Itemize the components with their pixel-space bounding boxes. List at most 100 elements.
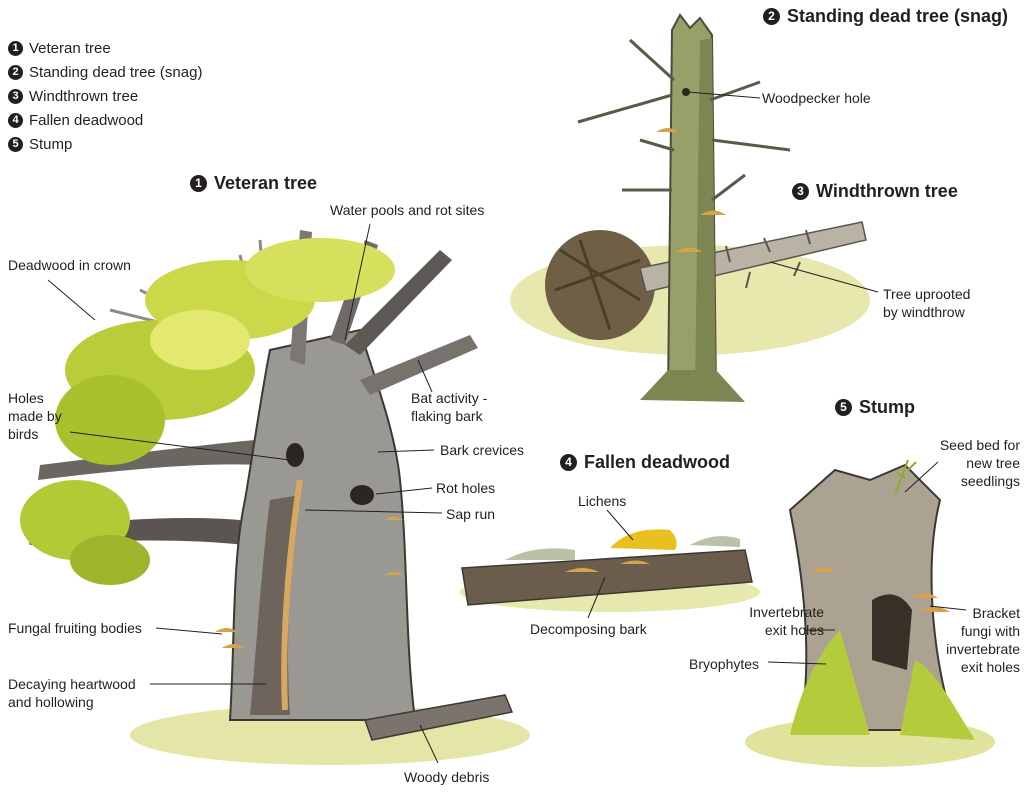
snag-drawing [577,13,791,402]
veteran-foliage [20,238,395,585]
legend-item-windthrown: 3 Windthrown tree [8,85,202,109]
label-fungal-fruiting-bodies: Fungal fruiting bodies [8,620,142,636]
veteran-trunk-stripe [281,479,303,711]
heading-number: 2 [763,7,780,25]
leader-uprooted [769,261,879,293]
label-line: seedlings [960,473,1020,489]
leader-lichens [606,509,634,541]
veteran-trunk-shade [250,495,300,715]
fallen-log [461,549,753,606]
fallen-bark-1 [565,560,650,572]
leader-bat-activity [417,359,433,393]
fallen-deadwood-drawing [460,529,760,612]
label-line: Decaying heartwood [8,676,136,692]
legend-label: Fallen deadwood [29,112,144,129]
label-holes-made-by-birds: Holes made by birds [8,389,62,443]
windthrown-rootplate-texture [554,239,641,331]
legend-label: Veteran tree [29,40,111,57]
label-rot-holes: Rot holes [436,480,496,496]
veteran-fungus-3 [385,516,403,520]
heading-standing-dead-tree: 2 Standing dead tree (snag) [763,6,1008,27]
label-decaying-heartwood: Decaying heartwood and hollowing [8,675,136,711]
label-line: invertebrate [946,641,1020,657]
veteran-fungus-1 [215,628,237,632]
heading-number: 5 [835,398,852,416]
stump-seedling [894,459,917,496]
legend: 1 Veteran tree 2 Standing dead tree (snag)… [8,37,202,157]
leader-decomposing [587,576,606,619]
label-bryophytes: Bryophytes [689,656,760,672]
label-deadwood-in-crown: Deadwood in crown [8,257,131,273]
veteran-tree-drawing [20,230,530,765]
leader-lines [47,91,967,764]
label-woody-debris: Woody debris [404,769,490,785]
snag-fungus-3 [676,247,702,252]
label-line: Tree uprooted [883,286,971,302]
legend-number: 3 [8,88,23,104]
label-line: fungi with [960,623,1020,639]
snag-fungus-1 [656,128,678,132]
label-decomposing-bark: Decomposing bark [530,621,647,637]
label-line: Seed bed for [939,437,1020,453]
label-sap-run: Sap run [446,506,496,522]
label-bat-activity: Bat activity - flaking bark [411,389,487,425]
legend-item-veteran: 1 Veteran tree [8,37,202,61]
heading-label: Standing dead tree (snag) [787,6,1009,26]
label-tree-uprooted: Tree uprooted by windthrow [883,285,970,321]
heading-stump: 5 Stump [835,397,915,418]
heading-label: Fallen deadwood [584,452,731,472]
heading-label: Windthrown tree [816,181,958,201]
veteran-rot-hole [350,485,374,505]
label-bracket-fungi: Bracket fungi with invertebrate exit hol… [946,604,1020,676]
label-line: Bat activity - [411,390,488,406]
heading-windthrown-tree: 3 Windthrown tree [792,181,958,202]
heading-label: Veteran tree [214,173,318,193]
heading-number: 4 [560,453,577,471]
legend-number: 2 [8,64,23,80]
label-line: flaking bark [411,408,483,424]
legend-number: 4 [8,112,23,128]
stump-fungus-2 [912,593,938,598]
stump-drawing [745,459,995,767]
leader-deadwood-crown [47,279,96,321]
legend-number: 1 [8,40,23,56]
label-lichens: Lichens [578,493,627,509]
heading-fallen-deadwood: 4 Fallen deadwood [560,452,730,473]
veteran-dead-limb-2 [345,250,452,355]
label-line: by windthrow [883,304,965,320]
stump-hollow [872,594,912,670]
label-seed-bed: Seed bed for new tree seedlings [940,436,1020,490]
label-line: exit holes [764,622,824,638]
leader-holes-birds [69,431,291,461]
stump-fungus-3 [920,607,950,612]
heading-number: 3 [792,182,809,200]
leader-bark-crevices [377,449,435,453]
label-line: birds [8,426,39,442]
heading-label: Stump [859,397,915,417]
leader-sap-run [304,509,443,514]
label-line: and hollowing [8,694,94,710]
leader-bryophytes [767,661,827,665]
leader-woodpecker [687,91,761,99]
legend-label: Standing dead tree (snag) [29,64,203,81]
veteran-fungus-2 [222,644,244,648]
veteran-fungus-4 [385,571,403,575]
label-bark-crevices: Bark crevices [440,442,525,458]
legend-item-fallen: 4 Fallen deadwood [8,109,202,133]
snag-woodpecker-hole [682,88,690,96]
label-line: exit holes [960,659,1020,675]
stump-fungus-1 [810,567,836,572]
veteran-dead-limb-3 [360,335,478,395]
heading-number: 1 [190,174,207,192]
heading-veteran-tree: 1 Veteran tree [190,173,317,194]
label-line: made by [8,408,62,424]
veteran-woody-debris [364,694,514,741]
legend-label: Windthrown tree [29,88,139,105]
veteran-bird-hole [286,443,304,467]
leader-rot-holes [375,487,433,495]
snag-roots [640,370,745,402]
label-line: Invertebrate [749,604,824,620]
snag-fungus-2 [700,210,726,215]
label-line: Bracket [972,605,1020,621]
